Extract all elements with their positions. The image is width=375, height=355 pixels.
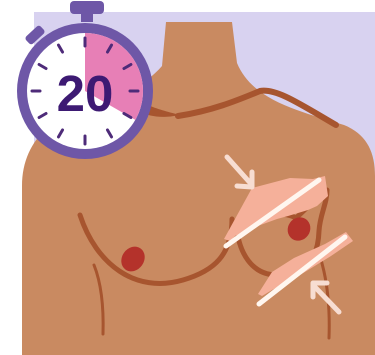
stopwatch-stem	[81, 10, 93, 22]
timer-number: 20	[57, 65, 114, 122]
